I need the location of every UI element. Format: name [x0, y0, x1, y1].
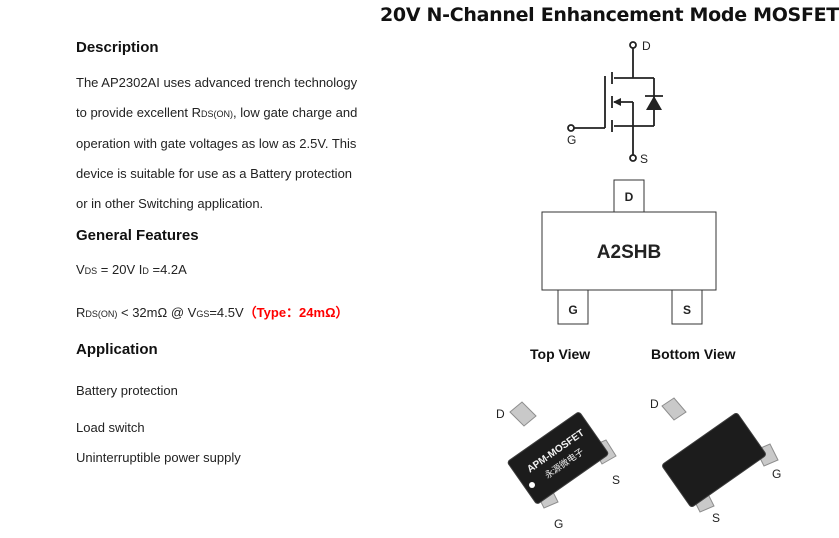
mosfet-schematic-symbol: D G S	[567, 39, 663, 166]
schematic-pin-d: D	[642, 39, 651, 53]
schematic-pin-s: S	[640, 152, 648, 166]
photo-right-pin-g: G	[772, 467, 781, 481]
application-heading: Application	[76, 341, 158, 358]
application-item: Load switch	[76, 420, 145, 435]
bottom-view-label: Bottom View	[651, 346, 736, 362]
typical-rdson: （Type：24mΩ）	[243, 305, 349, 320]
description-line-3: operation with gate voltages as low as 2…	[76, 136, 357, 151]
package-outline-diagram: D A2SHB G S	[541, 179, 717, 325]
photo-right-pin-d: D	[650, 397, 659, 411]
schematic-pin-g: G	[567, 133, 576, 147]
package-pin-s: S	[683, 303, 691, 317]
package-marking: A2SHB	[597, 242, 661, 263]
page-title: 20V N-Channel Enhancement Mode MOSFET	[380, 4, 839, 26]
photo-left-pin-g: G	[554, 517, 563, 531]
photo-left-pin-s: S	[612, 473, 620, 487]
photo-left-pin-d: D	[496, 407, 505, 421]
description-line-2: to provide excellent RDS(ON), low gate c…	[76, 105, 358, 120]
feature-rdson: RDS(ON) < 32mΩ @ VGS=4.5V（Type：24mΩ）	[76, 305, 349, 320]
description-line-5: or in other Switching application.	[76, 196, 264, 211]
photo-right-pin-s: S	[712, 511, 720, 525]
top-view-label: Top View	[530, 346, 591, 362]
package-pin-d: D	[625, 190, 634, 204]
features-heading: General Features	[76, 227, 199, 244]
chip-photo-top: APM-MOSFET 永源微电子 D S G	[496, 401, 620, 531]
application-item: Battery protection	[76, 383, 178, 398]
package-pin-g: G	[568, 303, 577, 317]
description-line-4: device is suitable for use as a Battery …	[76, 166, 353, 181]
description-heading: Description	[76, 39, 159, 56]
application-item: Uninterruptible power supply	[76, 450, 241, 465]
chip-photo-bottom: D G S	[650, 397, 781, 525]
description-line-1: The AP2302AI uses advanced trench techno…	[76, 75, 358, 90]
feature-vds-id: VDS = 20V ID =4.2A	[76, 262, 187, 277]
